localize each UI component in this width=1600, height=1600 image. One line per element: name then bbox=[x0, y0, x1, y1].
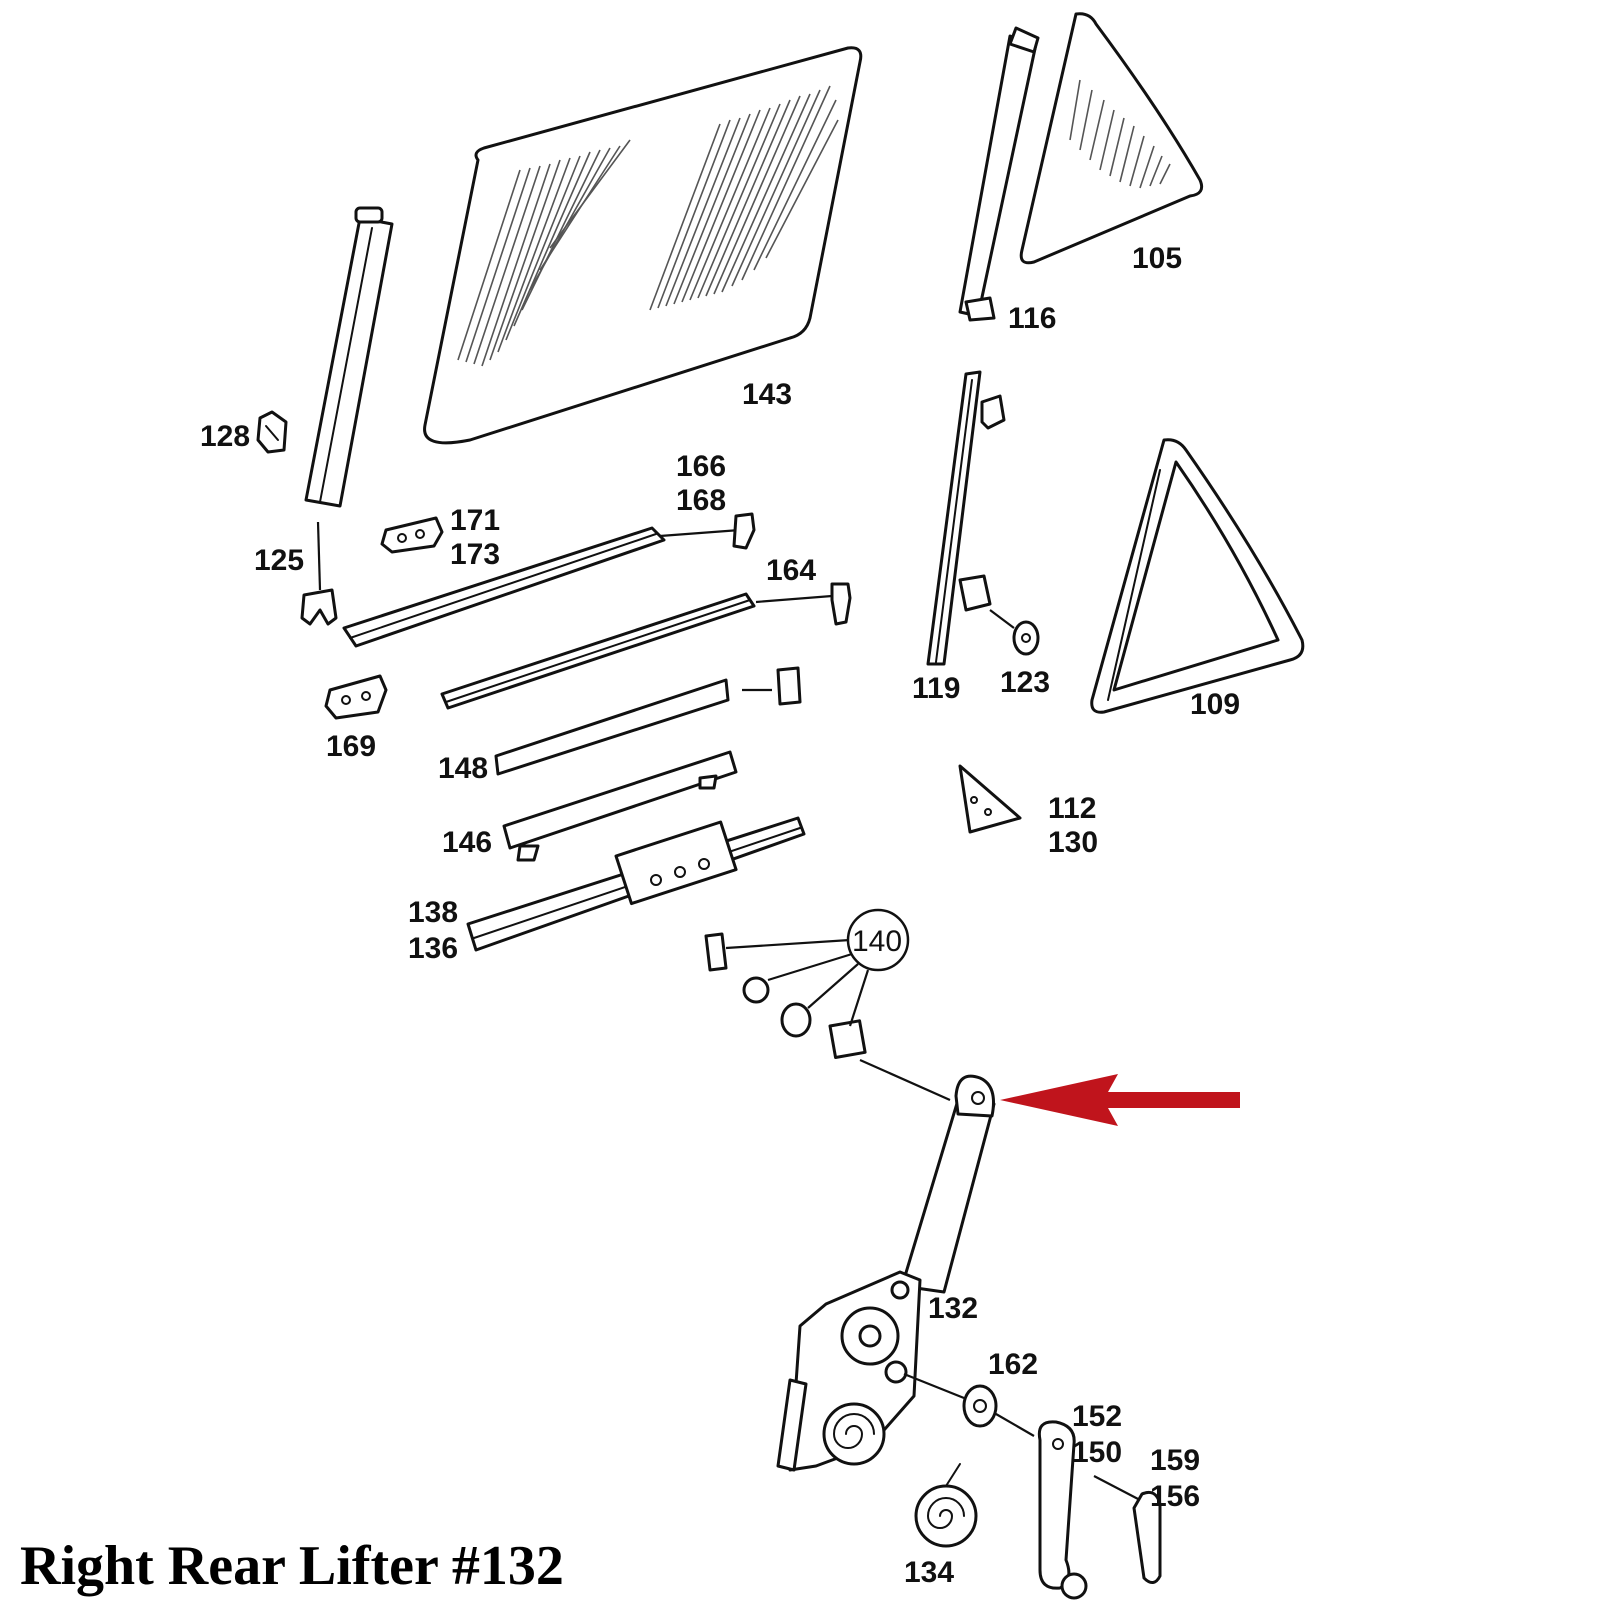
lower-rail-136-138 bbox=[466, 816, 806, 952]
callout-140-circle bbox=[846, 908, 910, 972]
label-159: 159 bbox=[1150, 1444, 1200, 1477]
label-171: 171 bbox=[450, 504, 500, 537]
label-123: 123 bbox=[1000, 666, 1050, 699]
outer-seal-strip-166-168 bbox=[342, 512, 756, 648]
part-labels: 105 116 143 128 166 168 171 173 125 164 … bbox=[200, 242, 1240, 1589]
guide-channel-119 bbox=[926, 370, 1015, 666]
strip-148 bbox=[494, 666, 802, 776]
quarter-glass-105 bbox=[1019, 12, 1204, 265]
quarter-frame-109 bbox=[1090, 438, 1305, 714]
guide-rail-146 bbox=[502, 750, 738, 862]
spring-134 bbox=[914, 1463, 978, 1548]
label-136: 136 bbox=[408, 932, 458, 965]
label-150: 150 bbox=[1072, 1436, 1122, 1469]
label-152: 152 bbox=[1072, 1400, 1122, 1433]
label-173: 173 bbox=[450, 538, 500, 571]
label-125: 125 bbox=[254, 544, 304, 577]
window-lifter-132 bbox=[776, 1074, 996, 1472]
label-164: 164 bbox=[766, 554, 816, 587]
label-105: 105 bbox=[1132, 242, 1182, 275]
label-138: 138 bbox=[408, 896, 458, 929]
label-156: 156 bbox=[1150, 1480, 1200, 1513]
label-128: 128 bbox=[200, 420, 250, 453]
label-143: 143 bbox=[742, 378, 792, 411]
label-140: 140 bbox=[852, 925, 902, 958]
corner-bracket-112-130 bbox=[958, 764, 1022, 834]
washer-123 bbox=[1012, 620, 1040, 656]
label-146: 146 bbox=[442, 826, 492, 859]
label-116: 116 bbox=[1008, 302, 1056, 335]
caption-title: Right Rear Lifter #132 bbox=[20, 1535, 564, 1597]
label-166: 166 bbox=[676, 450, 726, 483]
pointer-arrow bbox=[1000, 1074, 1240, 1126]
label-168: 168 bbox=[676, 484, 726, 517]
clip-128 bbox=[256, 410, 288, 454]
hardware-set-140 bbox=[704, 932, 951, 1102]
label-132: 132 bbox=[928, 1292, 978, 1325]
label-119: 119 bbox=[912, 672, 960, 705]
bracket-171-173 bbox=[380, 516, 444, 554]
label-148: 148 bbox=[438, 752, 488, 785]
label-130: 130 bbox=[1048, 826, 1098, 859]
knob-cover-156-159 bbox=[1132, 1490, 1162, 1584]
washer-162 bbox=[962, 1384, 1035, 1437]
label-109: 109 bbox=[1190, 688, 1240, 721]
vertical-channel-125 bbox=[300, 206, 394, 626]
label-169: 169 bbox=[326, 730, 376, 763]
bracket-169 bbox=[324, 674, 388, 720]
door-glass-143 bbox=[423, 46, 863, 445]
label-162: 162 bbox=[988, 1348, 1038, 1381]
label-134: 134 bbox=[904, 1556, 954, 1589]
label-112: 112 bbox=[1048, 792, 1096, 825]
crank-handle-150-152 bbox=[1037, 1420, 1141, 1600]
vent-frame-116 bbox=[958, 26, 1040, 322]
inner-seal-strip-164 bbox=[440, 582, 852, 710]
